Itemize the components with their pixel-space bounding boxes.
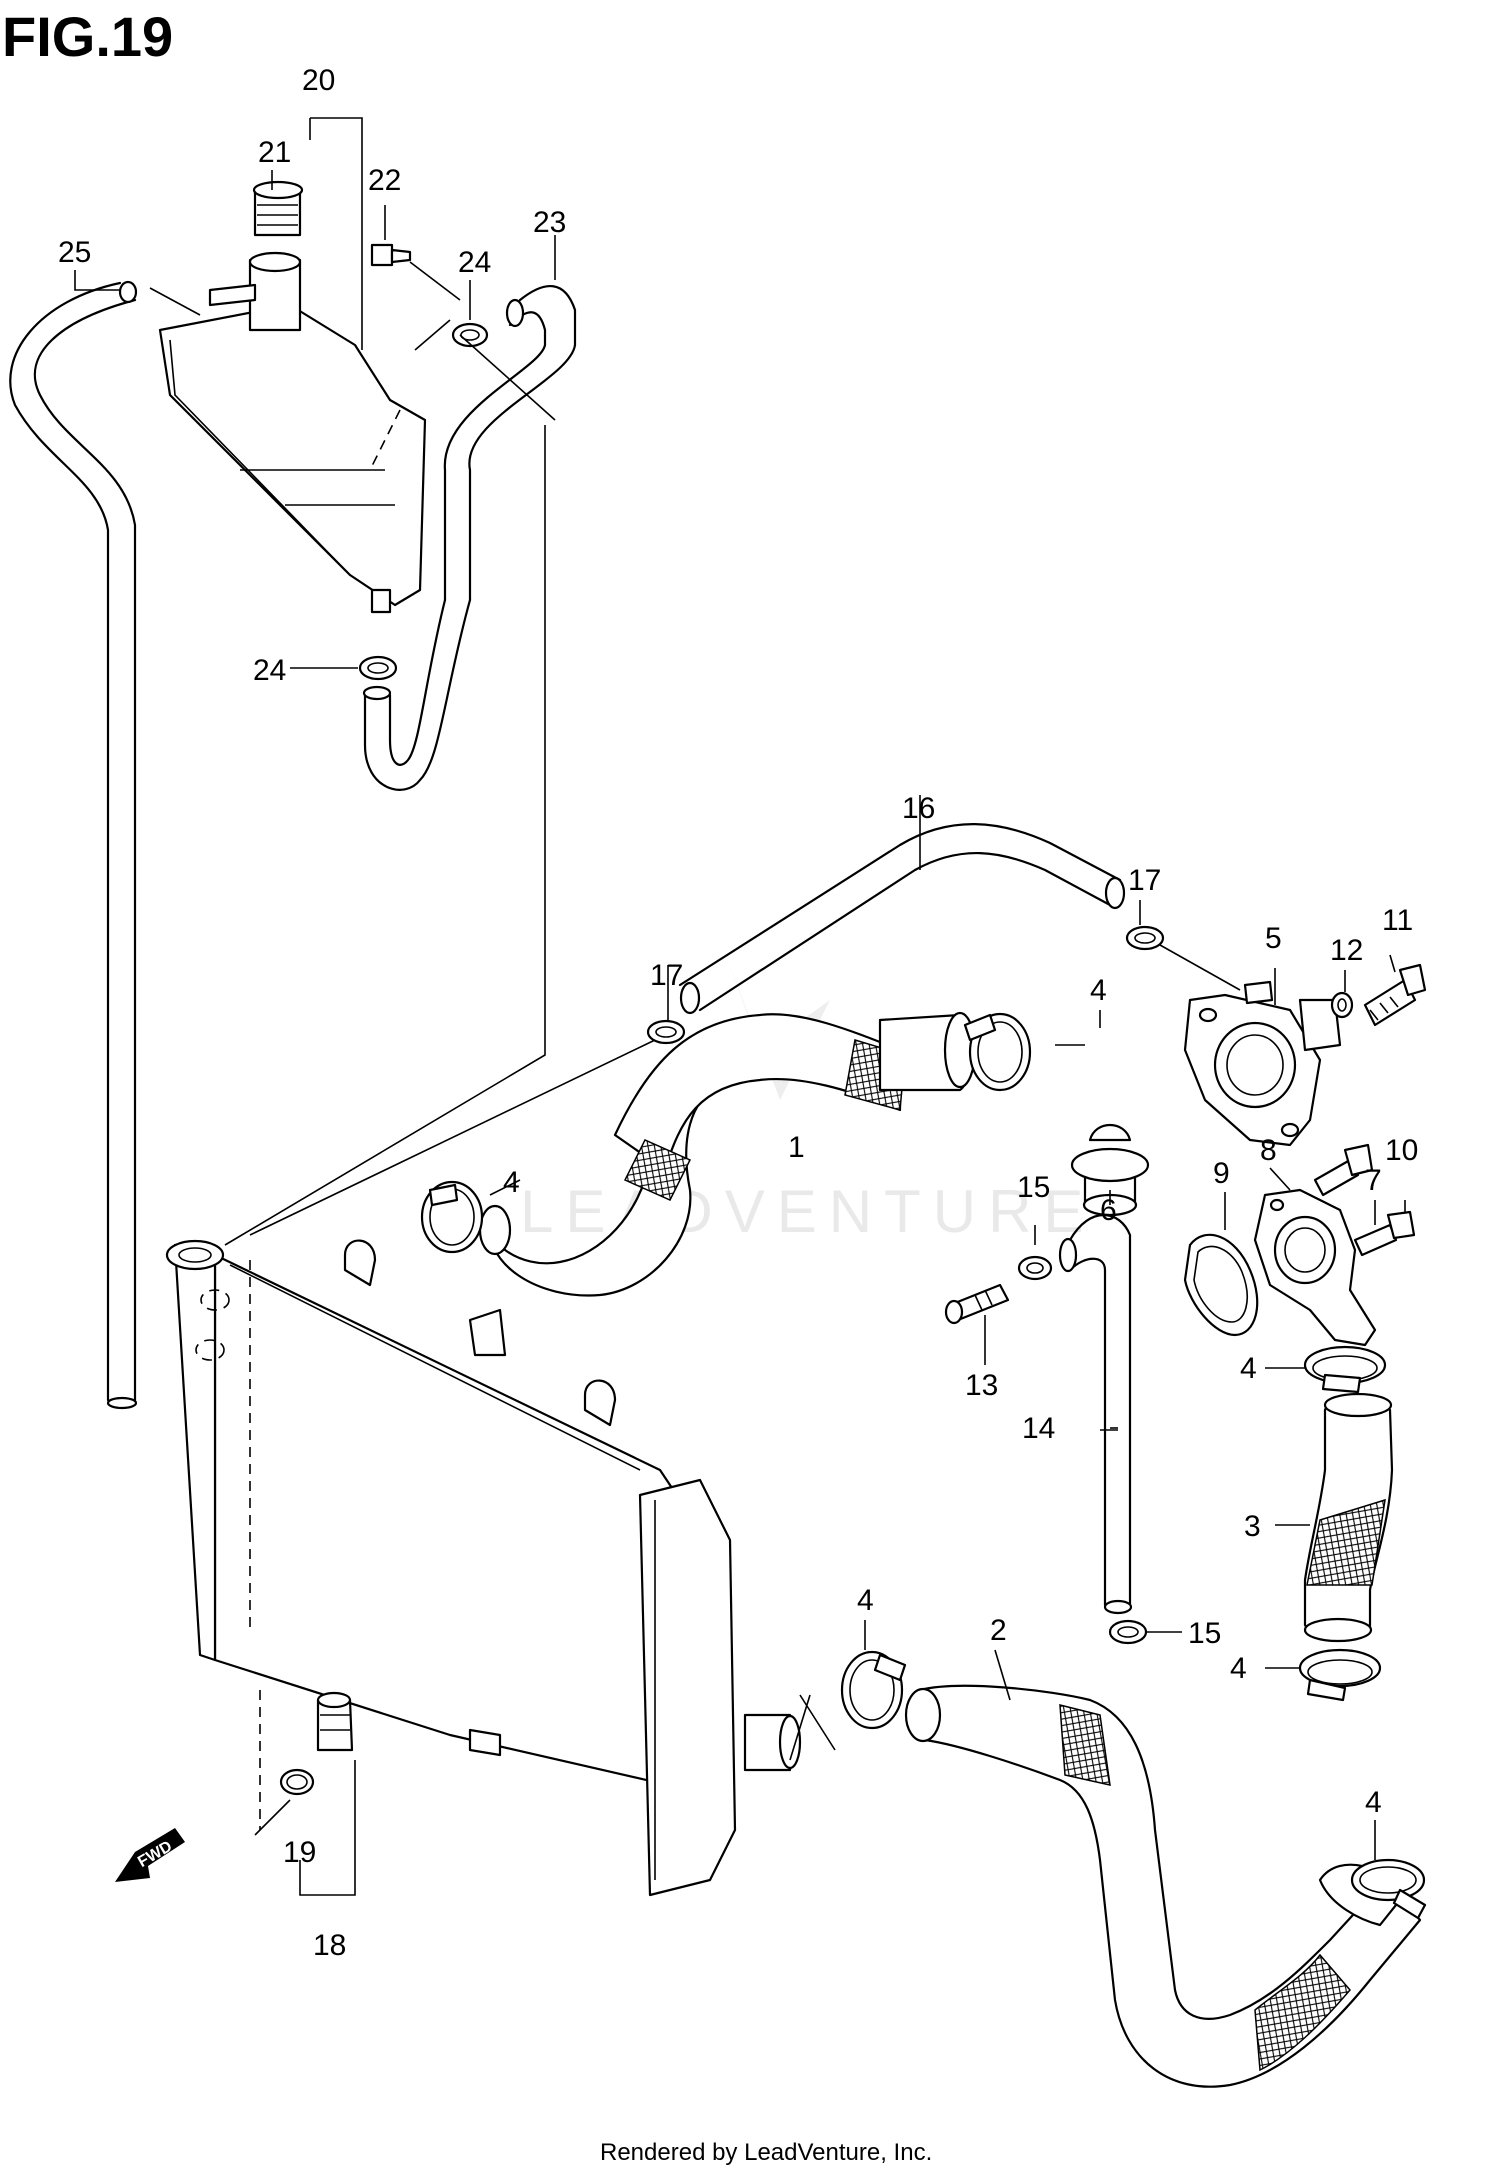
callout-4a: 4 [503,1166,520,1199]
clamp-15a [1017,1255,1053,1281]
callout-20: 20 [302,64,335,97]
callout-22: 22 [368,164,401,197]
radiator-hose-3 [1303,1392,1394,1643]
watermark-text: LEADVENTURE [520,1178,1095,1245]
hose-clamp-4a [420,1180,484,1254]
hose-clamp-4d [1298,1648,1382,1702]
leader-4a [489,1179,521,1196]
callout-4e: 4 [857,1584,874,1617]
callout-2: 2 [990,1614,1007,1647]
leader-2 [994,1649,1011,1701]
callout-24b: 24 [253,654,286,687]
leader-11 [1389,954,1396,973]
callout-19: 19 [283,1836,316,1869]
callout-11: 11 [1382,904,1413,937]
bracket-18 [299,1760,356,1896]
callout-5: 5 [1265,922,1282,955]
reserve-tank [158,251,427,614]
clamp-17a [646,1019,686,1045]
callout-18: 18 [313,1929,346,1962]
hose-14 [1058,1213,1133,1615]
thermostat-cover-5 [1183,980,1342,1147]
drain-hose [362,598,472,791]
radiator-hose-2 [904,1684,1422,2088]
bolt-10 [1353,1210,1416,1257]
figure-title: FIG.19 [2,5,173,68]
leader-25 [149,287,201,316]
leader-17a [249,1039,656,1236]
callout-15a: 15 [1017,1171,1050,1204]
callout-17b: 17 [1128,864,1161,897]
hose-clamp-4c [1303,1345,1387,1394]
callout-1: 1 [788,1131,805,1164]
o-ring-19 [279,1768,315,1796]
radiator [173,1239,802,1897]
leader-tank [224,425,546,1246]
bolt-7 [1313,1143,1374,1197]
hose-clamp-4f [1350,1858,1427,1920]
callout-9: 9 [1213,1157,1230,1190]
break-line-right [789,1694,811,1761]
bracket-20 [309,117,363,350]
hose-clamp-4b [963,1012,1032,1092]
callout-15b: 15 [1188,1617,1221,1650]
reserve-tank-cap [252,180,304,237]
hose-clamp-4e [840,1650,907,1730]
callout-16: 16 [902,792,935,825]
overflow-hose-25 [9,280,138,1410]
callout-4f: 4 [1365,1786,1382,1819]
break-line-left [799,1694,836,1751]
clamp-17b [1125,925,1165,951]
bolt-22 [370,243,412,267]
breather-hose-23 [443,285,577,602]
washer-12 [1330,991,1354,1019]
callout-7: 7 [1365,1164,1382,1197]
callout-21: 21 [258,136,291,169]
bolt-11 [1363,963,1427,1027]
callout-24a: 24 [458,246,491,279]
callout-17a: 17 [650,959,683,992]
callout-4b: 4 [1090,974,1107,1007]
thermostat-case-8 [1253,1188,1377,1347]
callout-10: 10 [1385,1134,1418,1167]
fan-switch-18 [316,1691,354,1752]
radiator-filler-neck [165,1239,230,1361]
callout-14: 14 [1022,1412,1055,1445]
callout-3: 3 [1244,1510,1261,1543]
callout-6: 6 [1100,1194,1117,1227]
bypass-hose-16 [678,823,1126,1015]
callout-4c: 4 [1240,1352,1257,1385]
callout-4d: 4 [1230,1652,1247,1685]
callout-13: 13 [965,1369,998,1402]
union-bolt-13 [944,1283,1010,1325]
callout-8: 8 [1260,1134,1277,1167]
leader-25-stub [74,270,120,291]
leader-19 [254,1799,291,1836]
leader-17b [1159,944,1241,991]
callout-12: 12 [1330,934,1363,967]
thermostat-6 [1070,1124,1150,1217]
callout-23: 23 [533,206,566,239]
radiator-hose-1 [478,1011,977,1297]
leader-23 [459,334,556,421]
callout-25: 25 [58,236,91,269]
footer-credit: Rendered by LeadVenture, Inc. [600,2139,932,2166]
leader-8 [1269,1167,1291,1191]
leader-24 [414,319,451,351]
clamp-24-upper [451,322,489,348]
leader-22 [409,261,461,301]
clamp-15b [1108,1619,1148,1645]
gasket-9 [1183,1233,1259,1337]
clamp-24-lower [358,655,398,681]
fwd-arrow-icon: FWD [115,1828,185,1882]
